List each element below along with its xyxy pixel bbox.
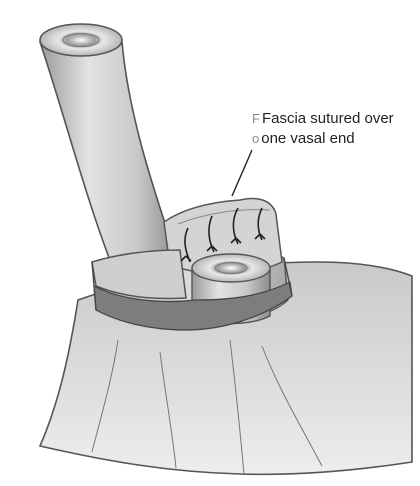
vas-deferens-tube — [40, 32, 178, 276]
vas-lower-lumen — [192, 254, 270, 282]
annotation-artifact-letter: F — [252, 111, 260, 126]
annotation-text-line2: one vasal end — [261, 130, 354, 147]
vas-upper-lumen — [40, 24, 122, 56]
annotation-artifact-letter: o — [252, 131, 259, 146]
annotation-leader-line — [232, 150, 252, 196]
annotation-text-line1: Fascia sutured over — [262, 110, 394, 127]
